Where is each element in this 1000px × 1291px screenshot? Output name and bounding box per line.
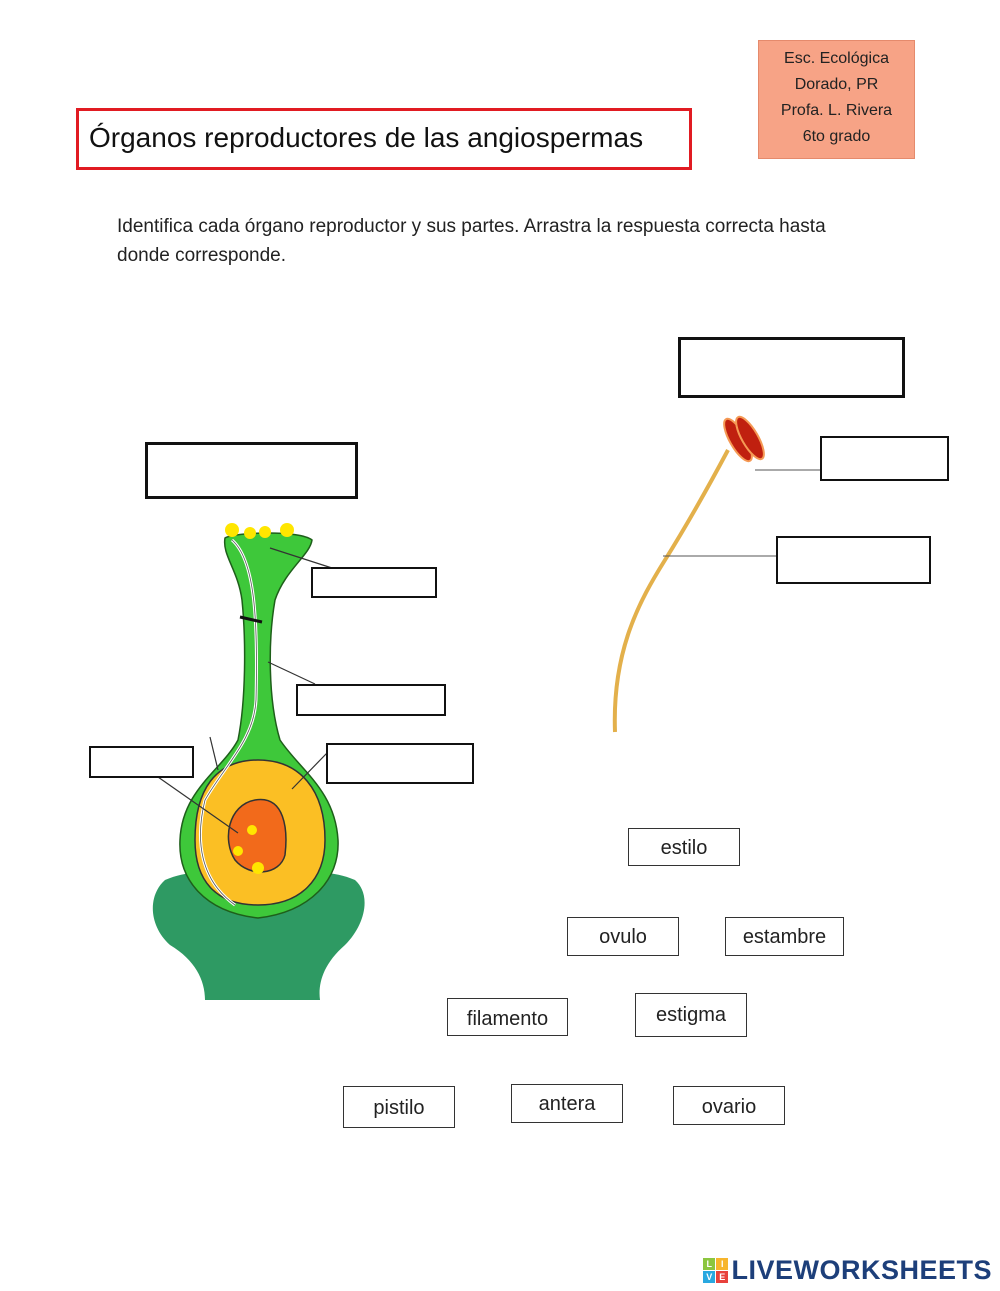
page-title: Órganos reproductores de las angiosperma… bbox=[76, 108, 692, 170]
word-estilo[interactable]: estilo bbox=[628, 828, 740, 866]
word-pistilo[interactable]: pistilo bbox=[343, 1086, 455, 1128]
school-line: Profa. L. Rivera bbox=[780, 102, 893, 119]
stamen-diagram bbox=[612, 415, 821, 733]
drop-zone-stigma[interactable] bbox=[311, 567, 437, 598]
drop-zone-style[interactable] bbox=[296, 684, 446, 716]
drop-zone-anther[interactable] bbox=[820, 436, 949, 481]
school-note: Esc. Ecológica Dorado, PR Profa. L. Rive… bbox=[758, 40, 915, 159]
drop-zone-stamen-organ[interactable] bbox=[678, 337, 905, 398]
ovule bbox=[227, 798, 287, 873]
word-ovulo[interactable]: ovulo bbox=[567, 917, 679, 956]
word-estigma[interactable]: estigma bbox=[635, 993, 747, 1037]
drop-zone-ovule[interactable] bbox=[89, 746, 194, 778]
school-line: Esc. Ecológica bbox=[784, 50, 889, 67]
word-antera[interactable]: antera bbox=[511, 1084, 623, 1123]
logo-letter: I bbox=[716, 1257, 729, 1270]
filament bbox=[612, 449, 730, 733]
word-filamento[interactable]: filamento bbox=[447, 998, 568, 1036]
instructions: Identifica cada órgano reproductor y sus… bbox=[117, 216, 826, 266]
word-ovario[interactable]: ovario bbox=[673, 1086, 785, 1125]
drop-zone-pistil-organ[interactable] bbox=[145, 442, 358, 499]
school-line: 6to grado bbox=[802, 128, 871, 145]
logo-icon: L I V E bbox=[703, 1257, 729, 1283]
pistil-diagram bbox=[152, 523, 365, 1000]
word-estambre[interactable]: estambre bbox=[725, 917, 844, 956]
school-line: Dorado, PR bbox=[794, 76, 879, 93]
logo-letter: L bbox=[703, 1257, 716, 1270]
logo-text: LIVEWORKSHEETS bbox=[731, 1254, 992, 1285]
receptacle bbox=[152, 872, 365, 1000]
logo-letter: E bbox=[716, 1270, 729, 1283]
liveworksheets-logo: L I V E LIVEWORKSHEETS bbox=[703, 1254, 992, 1286]
logo-letter: V bbox=[703, 1270, 716, 1283]
drop-zone-ovary[interactable] bbox=[326, 743, 474, 784]
drop-zone-filament[interactable] bbox=[776, 536, 931, 584]
